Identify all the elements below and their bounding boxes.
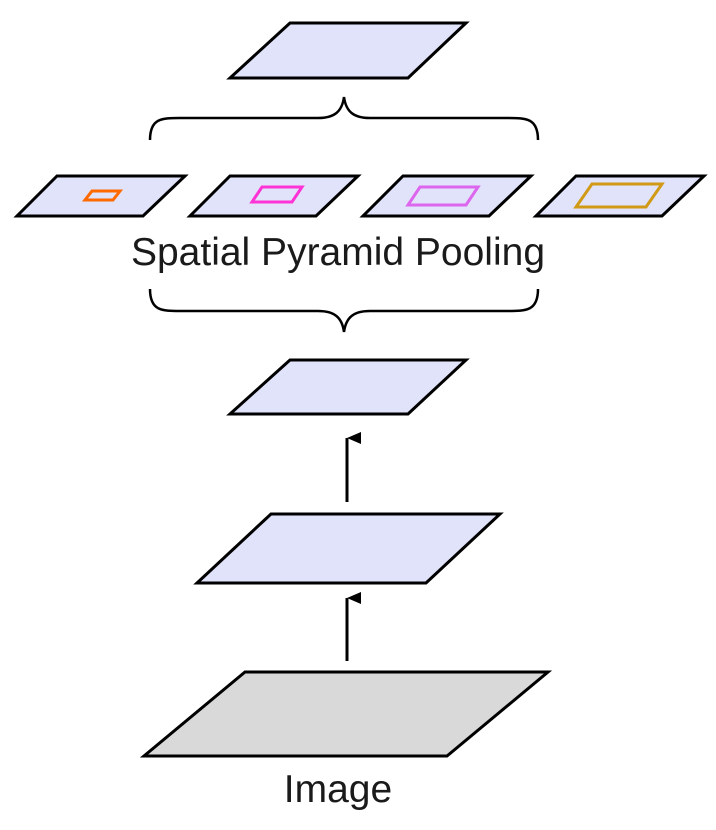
output-plane [226,21,470,80]
brace-bottom [148,288,540,333]
pool-bin-2 [249,185,305,204]
feature-map-upper [226,358,470,416]
pool-bin-3 [405,185,481,207]
brace-top [148,96,540,141]
image-label: Image [284,768,392,811]
pool-bin-1 [81,189,124,202]
feature-map-lower [193,512,504,585]
pooling-level-2 [186,174,362,218]
pooling-level-4 [532,174,708,218]
pool-bin-4 [573,182,665,209]
spp-label: Spatial Pyramid Pooling [131,231,545,274]
pooling-level-3 [359,174,535,218]
pooling-level-1 [13,174,189,218]
input-image-plane [139,670,553,758]
